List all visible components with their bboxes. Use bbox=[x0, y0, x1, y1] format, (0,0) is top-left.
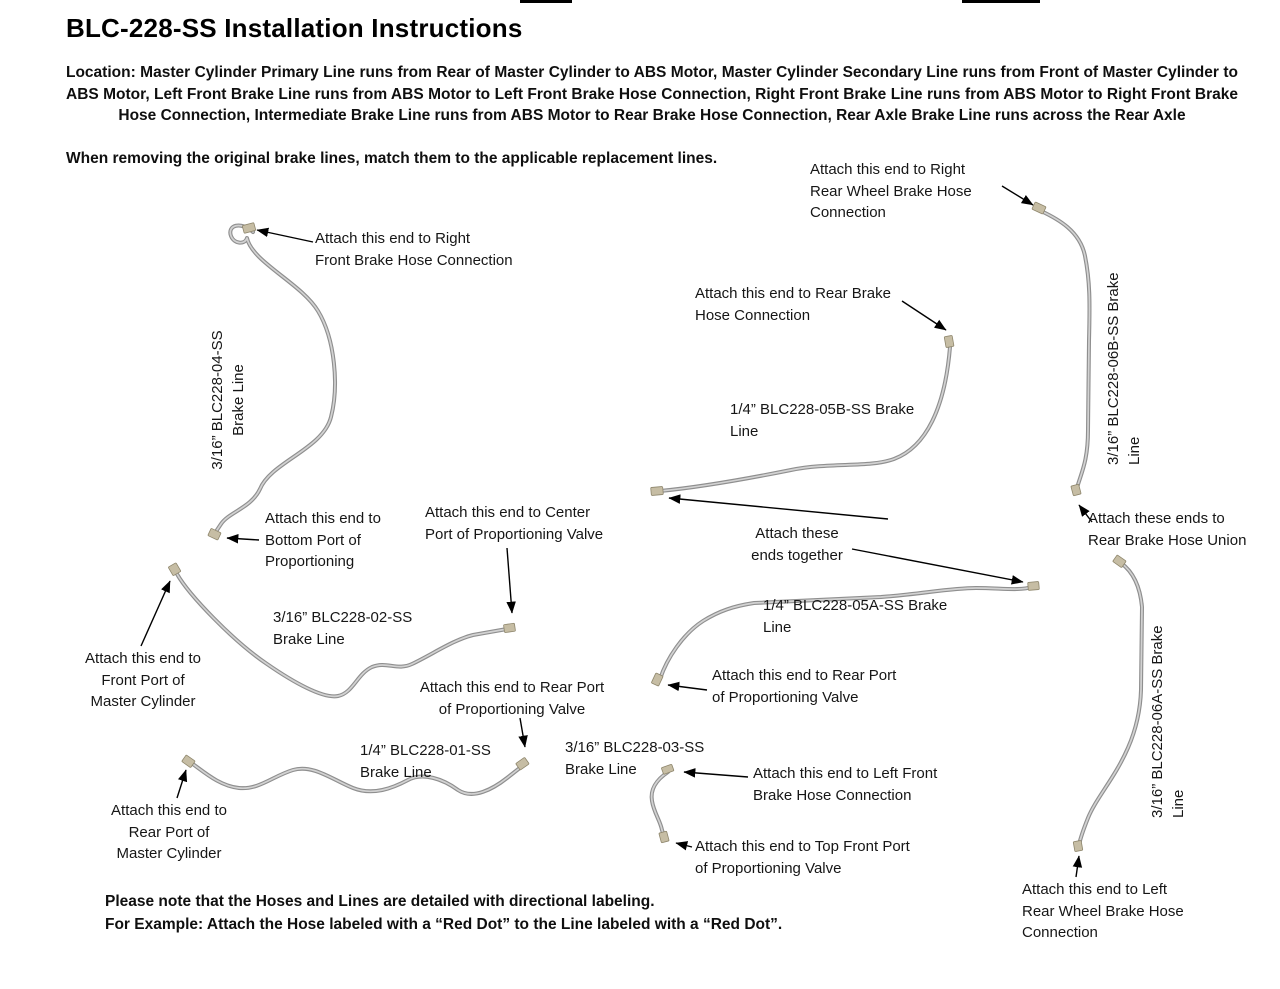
arrow-left-rear-wheel-hose bbox=[1072, 855, 1083, 878]
callout-rear-port-proportioning-left: Attach this end to Rear Port of Proporti… bbox=[419, 679, 605, 718]
label-blc228-06b-ss: 3/16” BLC228-06B-SS Brake Line bbox=[1105, 272, 1143, 465]
fitting bbox=[658, 830, 670, 844]
label-blc228-05a-ss: 1/4” BLC228-05A-SS Brake Line bbox=[763, 597, 948, 636]
fitting bbox=[661, 764, 675, 775]
brake-line-01 bbox=[188, 760, 523, 796]
label-blc228-04-ss: 3/16” BLC228-04-SS Brake Line bbox=[209, 330, 247, 470]
brake-line-02 bbox=[175, 572, 509, 699]
fitting bbox=[1031, 201, 1047, 215]
line-fittings bbox=[168, 201, 1127, 852]
arrow-right-front-hose bbox=[256, 227, 314, 243]
fitting bbox=[1072, 840, 1084, 852]
fitting bbox=[943, 335, 955, 348]
fitting bbox=[168, 562, 181, 576]
callout-top-front-port-proportioning: Attach this end to Top Front Port of Pro… bbox=[695, 838, 910, 877]
fitting bbox=[1112, 554, 1127, 568]
callout-bottom-port-proportioning: Attach this end to Bottom Port of Propor… bbox=[265, 510, 381, 570]
callout-left-rear-wheel-hose: Attach this end to Left Rear Wheel Brake… bbox=[1022, 881, 1184, 941]
fitting bbox=[515, 757, 530, 771]
arrow-bottom-port bbox=[226, 533, 260, 544]
callout-rear-brake-hose: Attach this end to Rear Brake Hose Conne… bbox=[695, 285, 891, 324]
arrow-ends-together-right bbox=[851, 548, 1024, 585]
label-blc228-06a-ss: 3/16” BLC228-06A-SS Brake Line bbox=[1149, 625, 1187, 818]
callout-left-front-hose: Attach this end to Left Front Brake Hose… bbox=[753, 765, 938, 804]
label-blc228-05b-ss: 1/4” BLC228-05B-SS Brake Line bbox=[730, 401, 915, 440]
arrow-top-front-port bbox=[675, 841, 693, 851]
location-paragraph: Location: Master Cylinder Primary Line r… bbox=[66, 64, 1238, 124]
match-note: When removing the original brake lines, … bbox=[66, 150, 718, 167]
brake-line-06b bbox=[1039, 209, 1092, 490]
arrow-front-port-master-cylinder bbox=[140, 580, 171, 647]
label-blc228-03-ss: 3/16” BLC228-03-SS Brake Line bbox=[565, 739, 705, 778]
footer-note-line1: Please note that the Hoses and Lines are… bbox=[105, 893, 655, 910]
brake-line-06a bbox=[1077, 561, 1144, 847]
callout-right-rear-wheel-hose: Attach this end to Right Rear Wheel Brak… bbox=[810, 161, 972, 221]
scan-artifact bbox=[962, 0, 1040, 3]
fitting bbox=[207, 528, 222, 541]
page-title: BLC-228-SS Installation Instructions bbox=[66, 13, 523, 43]
arrow-rear-brake-hose bbox=[901, 300, 947, 331]
arrow-right-rear-wheel-hose bbox=[1001, 185, 1034, 206]
arrow-rear-hose-union bbox=[1078, 504, 1093, 523]
fitting bbox=[1027, 581, 1040, 591]
arrow-rear-port-master-cylinder bbox=[176, 769, 188, 799]
label-blc228-01-ss: 1/4” BLC228-01-SS Brake Line bbox=[360, 742, 491, 781]
fitting bbox=[651, 672, 664, 687]
brake-line-03 bbox=[649, 770, 670, 838]
callout-rear-port-proportioning-right: Attach this end to Rear Port of Proporti… bbox=[712, 667, 897, 706]
brake-line-05b bbox=[658, 345, 952, 493]
scan-artifact bbox=[520, 0, 572, 3]
callout-center-port-proportioning: Attach this end to Center Port of Propor… bbox=[425, 504, 604, 543]
fitting bbox=[181, 754, 196, 768]
callout-front-port-master-cylinder: Attach this end to Front Port of Master … bbox=[85, 650, 201, 710]
callout-rear-port-master-cylinder: Attach this end to Rear Port of Master C… bbox=[111, 802, 227, 862]
brake-line-04 bbox=[213, 223, 337, 535]
arrow-left-front-hose bbox=[683, 768, 749, 778]
fitting bbox=[1070, 483, 1082, 497]
fitting bbox=[241, 222, 257, 234]
callout-rear-brake-hose-union: Attach these ends to Rear Brake Hose Uni… bbox=[1088, 510, 1247, 549]
arrow-rear-port-proportioning-right bbox=[667, 681, 708, 692]
arrow-rear-port-proportioning-left bbox=[518, 717, 528, 748]
callout-right-front-hose: Attach this end to Right Front Brake Hos… bbox=[315, 230, 513, 269]
callout-arrows bbox=[140, 185, 1093, 878]
label-blc228-02-ss: 3/16” BLC228-02-SS Brake Line bbox=[273, 609, 413, 648]
brake-line-05a bbox=[658, 585, 1034, 681]
fitting bbox=[503, 622, 516, 633]
footer-note-line2: For Example: Attach the Hose labeled wit… bbox=[105, 916, 783, 933]
brake-lines bbox=[175, 209, 1144, 847]
arrow-ends-together-left bbox=[668, 494, 889, 520]
arrow-center-port bbox=[506, 547, 516, 614]
fitting bbox=[650, 486, 664, 496]
callout-ends-together: Attach these ends together bbox=[751, 525, 843, 564]
